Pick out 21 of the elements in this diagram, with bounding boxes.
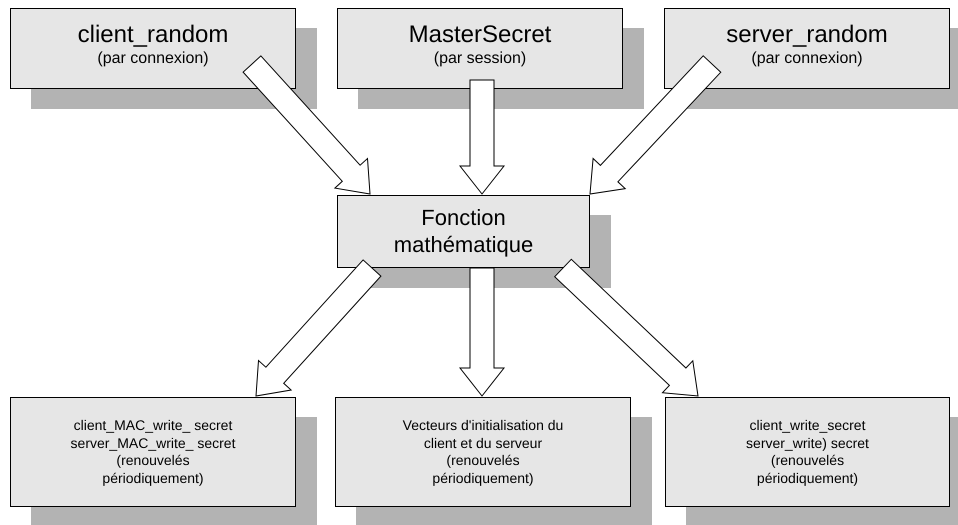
node-text: server_write) secret bbox=[746, 434, 869, 452]
block-arrow bbox=[255, 259, 382, 397]
node-text: (par connexion) bbox=[751, 48, 863, 69]
block-arrow bbox=[458, 268, 506, 397]
node-text: client_random bbox=[78, 21, 228, 49]
node-text: client_write_secret bbox=[750, 417, 866, 434]
block-arrow bbox=[458, 80, 506, 195]
block-arrow bbox=[589, 55, 722, 195]
node-text: (renouvelés périodiquement) bbox=[101, 452, 205, 487]
node-text: server_random bbox=[726, 21, 888, 49]
block-arrow bbox=[554, 258, 699, 397]
node-text: Fonction mathématique bbox=[392, 205, 534, 258]
node-text: (par session) bbox=[434, 48, 526, 69]
node-text: (par connexion) bbox=[97, 48, 209, 69]
node-text: Vecteurs d'initialisation du client et du serveur bbox=[402, 417, 564, 452]
node-text: (renouvelés périodiquement) bbox=[756, 452, 860, 487]
block-arrow bbox=[242, 55, 371, 195]
node-text: client_MAC_write_ secret bbox=[74, 417, 232, 434]
node-text: MasterSecret bbox=[408, 21, 552, 49]
node-text: server_MAC_write_ secret bbox=[70, 434, 236, 452]
node-text: (renouvelés périodiquement) bbox=[431, 452, 535, 487]
